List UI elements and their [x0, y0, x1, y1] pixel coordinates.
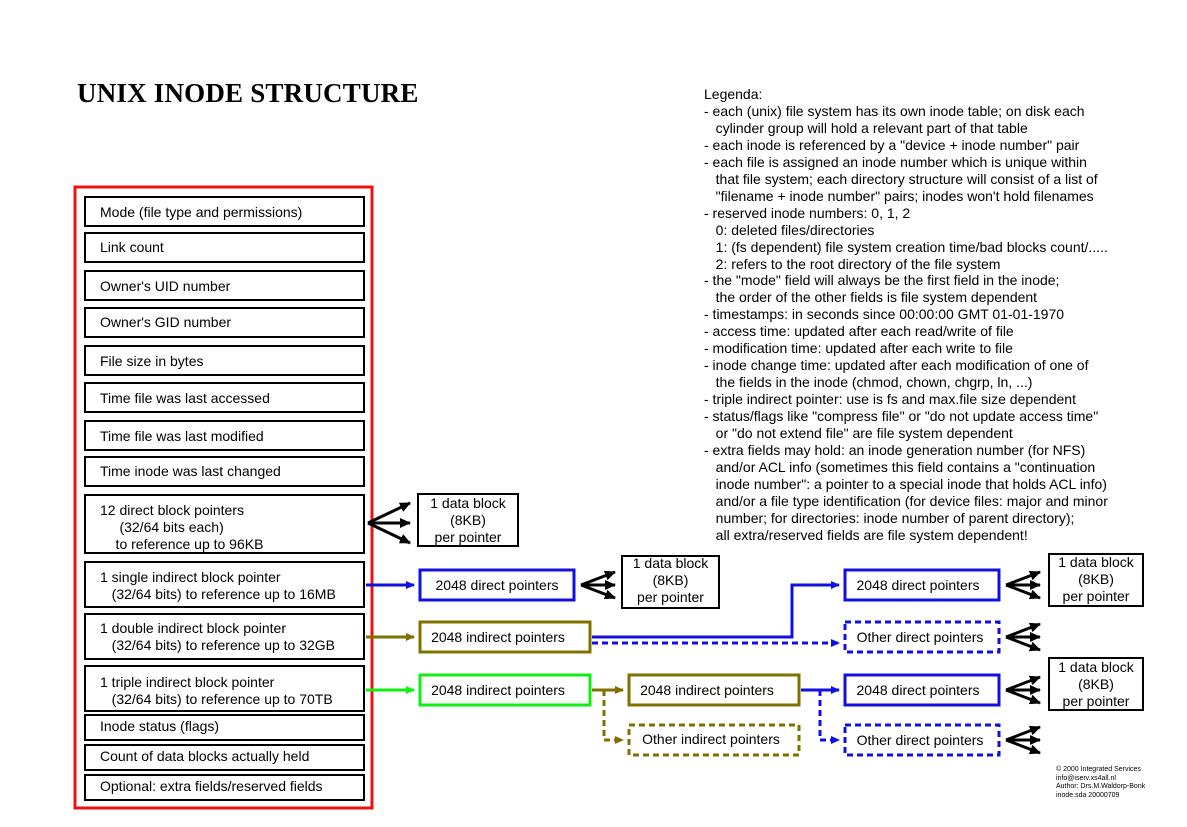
triple-direct-label: 2048 direct pointers [856, 682, 980, 698]
fan-arrow-triple-direct [1005, 675, 1041, 705]
data-block-direct-label: 1 data block (8KB) per pointer [430, 495, 506, 545]
data-block-box-triple [1048, 657, 1144, 711]
legend-line: - the "mode" field will always be the fi… [704, 272, 1060, 289]
data-block-box-single [621, 555, 720, 609]
legend-line: Legenda: [704, 86, 763, 102]
field-mtime: Time file was last modified [100, 428, 264, 444]
data-block-boxes [417, 493, 1144, 711]
legend-line: and/or a file type identification (for d… [704, 492, 1108, 509]
single-direct-label: 2048 direct pointers [435, 577, 559, 593]
legend-line: or "do not extend file" are file system … [704, 425, 1013, 442]
field-triple: 1 triple indirect block pointer (32/64 b… [100, 674, 333, 707]
field-box-gid [84, 307, 365, 338]
triple-indirect-box-1 [418, 673, 592, 707]
data-block-box-double [1048, 553, 1144, 607]
field-box-atime [84, 382, 365, 413]
field-double: 1 double indirect block pointer (32/64 b… [100, 620, 336, 653]
inode-field-boxes [84, 196, 365, 801]
legend-line: - triple indirect pointer: use is fs and… [704, 391, 1076, 408]
fan-arrow-double-other [1005, 622, 1041, 652]
data-block-single-label: 1 data block (8KB) per pointer [632, 555, 709, 605]
double-to-direct-arrow [592, 581, 840, 639]
legend-line: - each inode is referenced by a "device … [704, 136, 1080, 153]
triple-other-indirect-box [627, 723, 801, 757]
fan-arrow-double-direct [1005, 570, 1041, 600]
triple-direct-box [843, 673, 1001, 707]
field-single: 1 single indirect block pointer (32/64 b… [100, 569, 336, 602]
data-block-double-label: 1 data block (8KB) per pointer [1058, 554, 1134, 604]
legend-line: 0: deleted files/directories [704, 221, 875, 238]
field-uid: Owner's UID number [100, 278, 231, 294]
legend: Legenda:- each (unix) file system has it… [704, 86, 1164, 544]
field-box-direct [84, 494, 365, 554]
legend-line: - extra fields may hold: an inode genera… [704, 442, 1086, 459]
legend-line: and/or ACL info (sometimes this field co… [704, 458, 1096, 475]
legend-line: - modification time: updated after each … [704, 340, 1013, 357]
legend-line: - status/flags like "compress file" or "… [704, 408, 1099, 425]
legend-line: - each (unix) file system has its own in… [704, 102, 1085, 119]
legend-line: the order of the other fields is file sy… [704, 289, 1038, 306]
indirect-to-other-direct-arrow [818, 690, 840, 744]
legend-line: - reserved inode numbers: 0, 1, 2 [704, 204, 911, 221]
double-indirect-box [418, 620, 592, 654]
legend-line: - access time: updated after each read/w… [704, 323, 1014, 340]
triple-other-direct-label: Other direct pointers [856, 732, 984, 748]
fan-arrow-direct [367, 501, 411, 545]
field-atime: Time file was last accessed [100, 390, 270, 406]
legend-line: 2: refers to the root directory of the f… [704, 255, 1001, 272]
credits: © 2000 Integrated Services info@iserv.xs… [1056, 766, 1146, 799]
field-size: File size in bytes [100, 353, 204, 369]
field-box-ctime [84, 456, 365, 487]
field-box-mtime [84, 420, 365, 451]
field-mode: Mode (file type and permissions) [100, 204, 303, 220]
field-box-size [84, 345, 365, 376]
double-indirect-label: 2048 indirect pointers [431, 629, 565, 645]
data-block-box-direct [417, 493, 519, 547]
fan-arrow-triple-other [1005, 725, 1041, 755]
legend-line: - each file is assigned an inode number … [704, 153, 1087, 170]
field-box-uid [84, 270, 365, 301]
double-direct-label: 2048 direct pointers [856, 577, 980, 593]
fan-arrow-single [580, 570, 616, 600]
inode-outline [73, 185, 374, 810]
legend-line: number; for directories: inode number of… [704, 509, 1075, 526]
legend-line: 1: (fs dependent) file system creation t… [704, 238, 1108, 255]
field-status: Inode status (flags) [100, 718, 220, 734]
legend-line: cylinder group will hold a relevant part… [704, 119, 1028, 136]
triple-to-other-indirect-arrow [602, 690, 624, 744]
field-box-double [84, 613, 365, 660]
legend-line: "filename + inode number" pairs; inodes … [704, 187, 1094, 204]
triple-indirect-label-1: 2048 indirect pointers [431, 682, 565, 698]
single-direct-box [418, 568, 576, 602]
page-title: UNIX INODE STRUCTURE [77, 78, 419, 108]
triple-other-indirect-label: Other indirect pointers [642, 731, 780, 747]
triple-indirect-box-2 [627, 673, 801, 707]
field-ctime: Time inode was last changed [100, 463, 281, 479]
field-box-optional [84, 774, 365, 801]
field-box-triple [84, 665, 365, 712]
data-block-triple-label: 1 data block (8KB) per pointer [1058, 659, 1134, 709]
field-box-link-count [84, 232, 365, 263]
field-box-status [84, 714, 365, 741]
field-optional: Optional: extra fields/reserved fields [100, 778, 323, 794]
field-direct: 12 direct block pointers (32/64 bits eac… [100, 502, 264, 552]
field-box-single [84, 561, 365, 608]
field-box-mode [84, 196, 365, 227]
field-count: Count of data blocks actually held [100, 748, 310, 764]
triple-other-direct-box [843, 723, 1001, 757]
triple-indirect-label-2: 2048 indirect pointers [640, 682, 774, 698]
field-box-count [84, 744, 365, 771]
legend-line: - timestamps: in seconds since 00:00:00 … [704, 306, 1065, 323]
double-direct-box [843, 568, 1001, 602]
field-gid: Owner's GID number [100, 314, 232, 330]
legend-line: all extra/reserved fields are file syste… [704, 526, 1028, 543]
double-other-label: Other direct pointers [856, 629, 984, 645]
legend-line: inode number": a pointer to a special in… [704, 475, 1107, 492]
field-link-count: Link count [100, 239, 164, 255]
legend-line: - inode change time: updated after each … [704, 357, 1089, 374]
legend-line: that file system; each directory structu… [704, 170, 1098, 187]
double-other-box [843, 620, 1001, 654]
legend-line: the fields in the inode (chmod, chown, c… [704, 374, 1033, 391]
